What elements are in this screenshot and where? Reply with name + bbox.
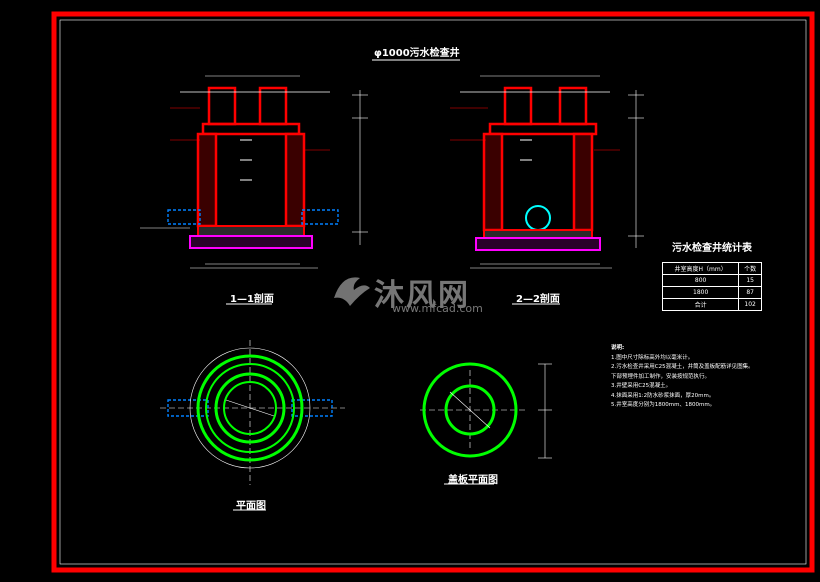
watermark-text: 沐风网 <box>374 278 470 313</box>
table-title: 污水检查井统计表 <box>672 243 752 254</box>
drawing-title: φ1000污水检查井 <box>374 48 460 59</box>
inner-frame <box>59 19 807 565</box>
cover-plan-label: 盖板平面图 <box>448 475 498 486</box>
table-cell: 102 <box>738 298 762 311</box>
cover-plan-view <box>420 362 552 459</box>
note-item: 4.抹面采用1:2防水砂浆抹面，厚20mm。 <box>611 392 715 399</box>
watermark: 沐风网 www.mfcad.com <box>330 268 500 316</box>
table-cell: 87 <box>738 286 762 299</box>
table-row: 合计 102 <box>661 298 762 311</box>
table-row: 800 15 <box>661 274 762 287</box>
table-header-cell: 井室高度H（mm） <box>661 262 740 275</box>
notes-block: 说明: 1.图中尺寸除标高外均以毫米计。 2.污水检查井采用C25混凝土，井筒及… <box>611 344 811 411</box>
note-item: 下部预埋件加工制作，安装按规范执行。 <box>611 373 711 380</box>
note-item: 2.污水检查井采用C25混凝土，井筒及盖板配筋详见图集。 <box>611 364 754 370</box>
note-item: 5.井室高度分别为1800mm、1800mm。 <box>611 402 716 408</box>
watermark-logo-icon <box>334 277 370 306</box>
watermark-url: www.mfcad.com <box>392 302 483 315</box>
section-2-2 <box>450 75 644 269</box>
stats-table: 井室高度H（mm） 个数 800 15 1800 87 合计 102 <box>661 262 762 311</box>
table-header-cell: 个数 <box>738 262 762 275</box>
plan-view <box>160 340 345 485</box>
section-1-1-label: 1—1剖面 <box>230 294 274 305</box>
outer-frame <box>51 11 815 573</box>
table-cell: 800 <box>661 274 740 287</box>
note-item: 1.图中尺寸除标高外均以毫米计。 <box>611 354 694 361</box>
note-item: 3.井壁采用C25混凝土。 <box>611 383 672 389</box>
table-cell: 合计 <box>661 298 740 311</box>
plan-label: 平面图 <box>236 501 266 512</box>
section-2-2-label: 2—2剖面 <box>516 294 560 305</box>
table-header-row: 井室高度H（mm） 个数 <box>661 262 762 275</box>
table-row: 1800 87 <box>661 286 762 299</box>
section-1-1 <box>140 75 368 269</box>
notes-heading: 说明: <box>611 345 625 351</box>
table-cell: 15 <box>738 274 762 287</box>
table-cell: 1800 <box>661 286 740 299</box>
